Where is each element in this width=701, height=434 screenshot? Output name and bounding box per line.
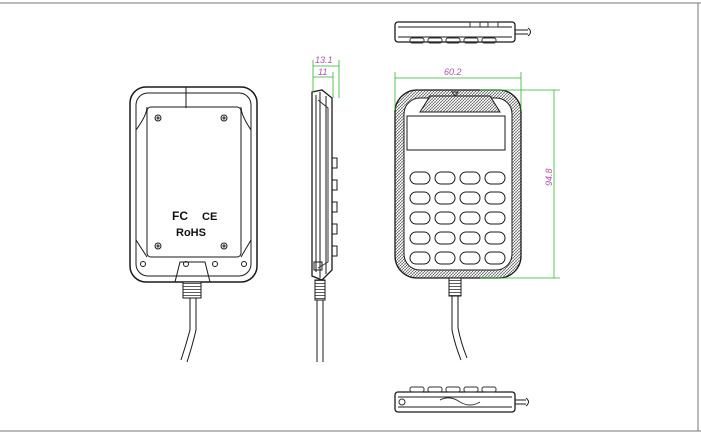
side-dimension-lines [312, 60, 340, 98]
front-width-dimension: 60.2 [444, 67, 462, 77]
side-view [311, 89, 338, 362]
back-view [129, 86, 258, 363]
side-inner-dimension: 11 [318, 67, 327, 77]
keypad-row-4 [409, 231, 506, 245]
display-window [406, 115, 506, 151]
front-height-dimension: 94.8 [544, 168, 554, 186]
keypad [409, 171, 506, 265]
screw-icon [140, 114, 247, 267]
keypad-row-2 [409, 191, 506, 205]
front-view [394, 89, 522, 361]
side-outer-dimension: 13.1 [315, 55, 333, 65]
ce-mark: CE [202, 211, 217, 223]
bottom-view [394, 386, 529, 413]
fcc-mark: FC [172, 209, 188, 223]
rohs-mark: RoHS [176, 227, 206, 239]
keypad-row-5 [409, 251, 506, 265]
front-dimension-lines [394, 72, 560, 279]
keypad-row-3 [409, 211, 506, 225]
keypad-row-1 [409, 171, 506, 185]
top-view [394, 21, 531, 44]
